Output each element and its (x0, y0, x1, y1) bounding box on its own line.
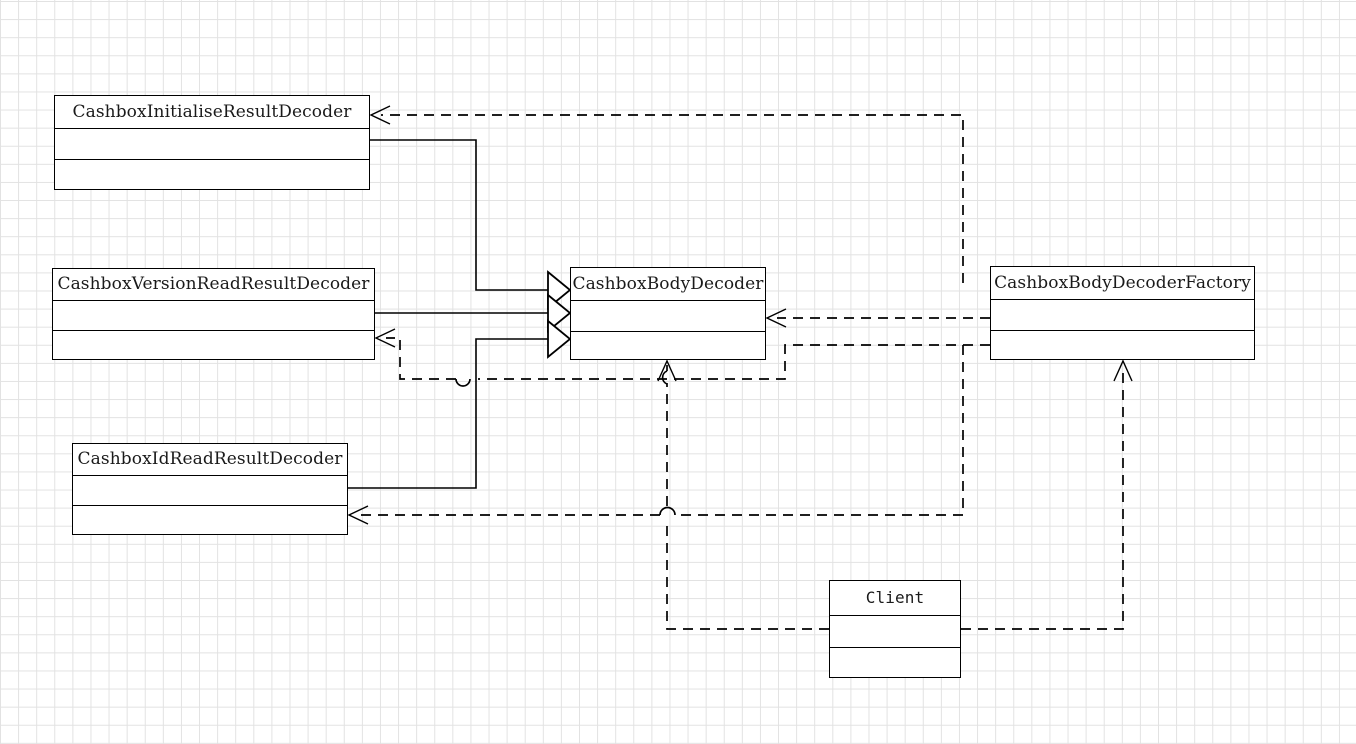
class-name-label: CashboxBodyDecoder (571, 268, 765, 301)
dependency-factory-to-body (765, 308, 990, 328)
class-attributes-compartment (55, 129, 369, 160)
class-operations-compartment (991, 331, 1254, 359)
dependency-factory-to-initialise (369, 105, 964, 283)
class-attributes-compartment (991, 300, 1254, 331)
generalization-version-to-body (375, 293, 572, 333)
uml-class-client[interactable]: Client (829, 580, 961, 678)
dependency-factory-to-id (347, 345, 964, 525)
uml-class-cashbox-body-decoder[interactable]: CashboxBodyDecoder (570, 267, 766, 360)
class-name-label: Client (830, 581, 960, 616)
uml-class-cashbox-id-read-result-decoder[interactable]: CashboxIdReadResultDecoder (72, 443, 348, 535)
dependency-client-to-factory (961, 359, 1133, 630)
class-attributes-compartment (73, 476, 347, 506)
class-name-label: CashboxVersionReadResultDecoder (53, 269, 374, 301)
class-operations-compartment (55, 160, 369, 189)
class-operations-compartment (73, 506, 347, 534)
uml-class-cashbox-initialise-result-decoder[interactable]: CashboxInitialiseResultDecoder (54, 95, 370, 190)
class-name-label: CashboxIdReadResultDecoder (73, 444, 347, 476)
class-name-label: CashboxInitialiseResultDecoder (55, 96, 369, 129)
generalization-id-to-body (348, 319, 572, 489)
class-attributes-compartment (53, 301, 374, 331)
class-operations-compartment (53, 331, 374, 359)
class-operations-compartment (571, 332, 765, 359)
class-name-label: CashboxBodyDecoderFactory (991, 267, 1254, 300)
uml-class-cashbox-body-decoder-factory[interactable]: CashboxBodyDecoderFactory (990, 266, 1255, 360)
uml-class-cashbox-version-read-result-decoder[interactable]: CashboxVersionReadResultDecoder (52, 268, 375, 360)
generalization-initialise-to-body (370, 139, 572, 310)
class-attributes-compartment (830, 616, 960, 648)
class-operations-compartment (830, 648, 960, 677)
dependency-client-to-body (657, 359, 829, 630)
class-attributes-compartment (571, 301, 765, 332)
